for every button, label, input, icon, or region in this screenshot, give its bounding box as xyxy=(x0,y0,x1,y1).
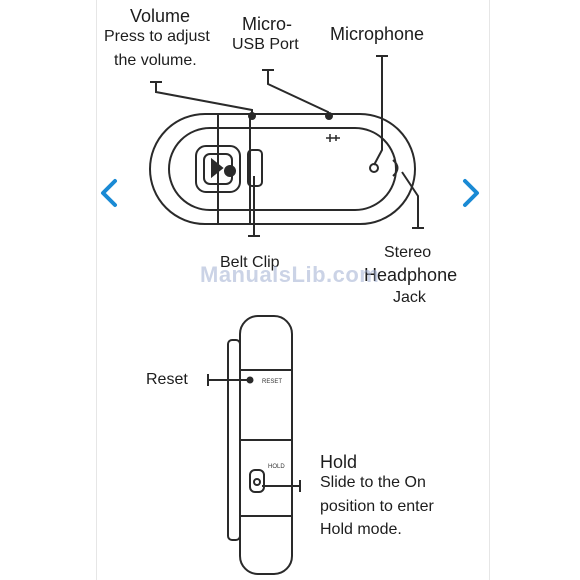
volume-title: Volume xyxy=(130,6,191,26)
device-top-inner xyxy=(168,127,397,211)
hold-desc-line-3: Hold mode. xyxy=(320,521,402,538)
belt-clip-label: Belt Clip xyxy=(220,254,280,271)
manualslib-watermark: ManualsLib.com xyxy=(200,262,380,287)
volume-desc-line-2: the volume. xyxy=(114,52,197,69)
hold-desc-line-1: Slide to the On xyxy=(320,474,426,491)
hold-small-label: HOLD xyxy=(268,464,285,470)
usb-title-line-2: USB Port xyxy=(232,36,299,53)
microphone-label: Microphone xyxy=(330,24,425,44)
usb-title-line-1: Micro- xyxy=(242,14,292,34)
reset-label: Reset xyxy=(146,371,188,388)
next-page-button[interactable] xyxy=(458,176,484,210)
side-clip xyxy=(227,339,241,541)
stereo-line-1: Stereo xyxy=(384,244,432,261)
stereo-line-3: Jack xyxy=(393,289,426,306)
chevron-right-icon xyxy=(463,179,479,207)
device-side-body xyxy=(239,315,293,575)
stereo-line-2: Headphone xyxy=(364,265,458,285)
belt-clip-plate xyxy=(195,145,241,193)
hold-title: Hold xyxy=(320,452,358,472)
hold-desc-line-2: position to enter xyxy=(320,498,434,515)
volume-desc-line-1: Press to adjust xyxy=(104,28,210,45)
chevron-left-icon xyxy=(101,179,117,207)
device-top-outer xyxy=(149,113,416,225)
reset-small-label: RESET xyxy=(262,379,282,385)
previous-page-button[interactable] xyxy=(96,176,122,210)
